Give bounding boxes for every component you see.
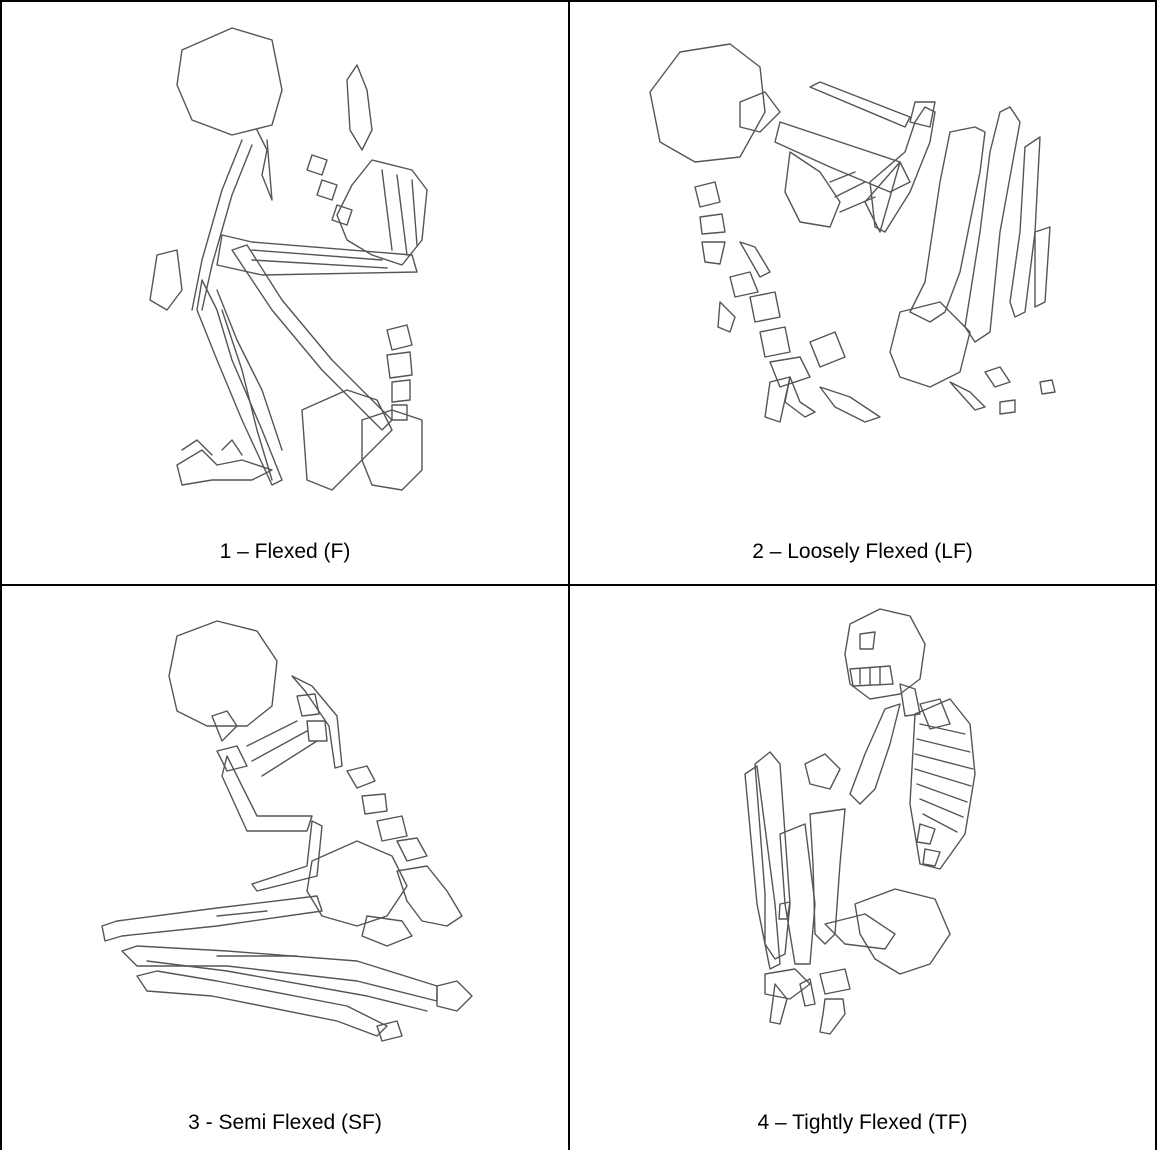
- panel-tightly-flexed: 4 – Tightly Flexed (TF): [570, 586, 1155, 1150]
- panel-loosely-flexed: 2 – Loosely Flexed (LF): [570, 2, 1155, 584]
- skeleton-drawing-semi-flexed: [97, 616, 487, 1046]
- skeleton-drawing-loosely-flexed: [640, 32, 1080, 432]
- panel-flexed: 1 – Flexed (F): [2, 2, 568, 584]
- panel-caption: 3 - Semi Flexed (SF): [2, 1111, 568, 1135]
- panel-semi-flexed: 3 - Semi Flexed (SF): [2, 586, 568, 1150]
- skeleton-drawing-flexed: [122, 10, 442, 500]
- panel-caption: 1 – Flexed (F): [2, 540, 568, 564]
- skeleton-drawing-tightly-flexed: [735, 604, 995, 1064]
- panel-caption: 2 – Loosely Flexed (LF): [570, 540, 1155, 564]
- panel-caption: 4 – Tightly Flexed (TF): [570, 1111, 1155, 1135]
